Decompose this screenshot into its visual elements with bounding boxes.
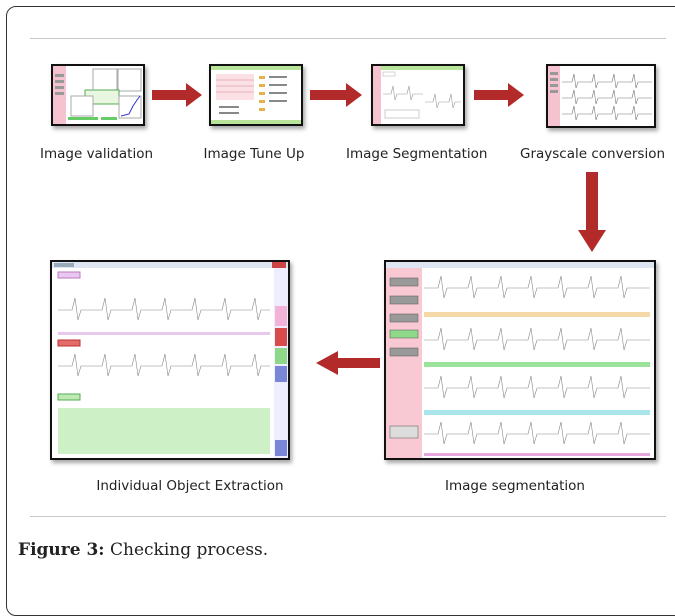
thumb-grayscale-conversion — [546, 64, 656, 128]
arrow-left — [316, 351, 380, 375]
caption-prefix: Figure 3: — [18, 540, 105, 560]
label-image-segmentation-2: Image segmentation — [445, 478, 585, 494]
figure-caption: Figure 3: Checking process. — [18, 540, 268, 560]
thumb-image-segmentation — [371, 64, 465, 126]
thumb-image-segmentation-2 — [384, 260, 656, 460]
label-image-segmentation: Image Segmentation — [346, 146, 488, 162]
bottom-rule — [30, 516, 666, 517]
label-object-extraction: Individual Object Extraction — [96, 478, 284, 494]
thumb-object-extraction — [50, 260, 290, 460]
label-image-tuneup: Image Tune Up — [203, 146, 305, 162]
arrow-right-2 — [310, 83, 362, 107]
thumb-image-validation — [51, 64, 145, 126]
label-grayscale-conversion: Grayscale conversion — [520, 146, 666, 162]
caption-text: Checking process. — [104, 540, 269, 560]
thumb-image-tuneup — [209, 64, 303, 126]
label-image-validation: Image validation — [40, 146, 154, 162]
arrow-down — [578, 172, 606, 252]
arrow-right-1 — [152, 83, 202, 107]
arrow-right-3 — [474, 83, 524, 107]
top-rule — [30, 38, 666, 39]
